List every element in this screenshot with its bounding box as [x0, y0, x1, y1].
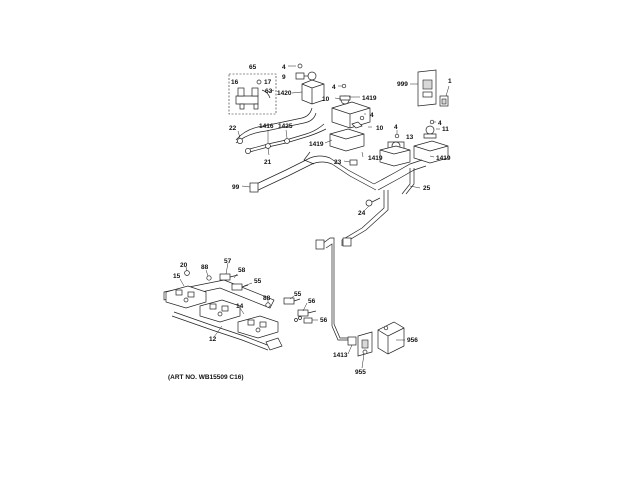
callout-25: 25: [423, 185, 431, 192]
callout-13: 13: [406, 134, 414, 141]
valve-part-11: [413, 119, 449, 164]
callout-956: 956: [407, 337, 418, 344]
callout-88-b: 88: [263, 295, 271, 302]
callout-1420: 1420: [277, 90, 292, 97]
orifice-fittings: [184, 270, 317, 324]
callout-23: 23: [334, 159, 342, 166]
callout-99: 99: [232, 184, 240, 191]
callout-1413: 1413: [333, 352, 348, 359]
regulator-bracket-955: [357, 331, 373, 357]
callout-11: 11: [442, 126, 449, 133]
gas-tubing-assembly: [235, 107, 427, 247]
callout-22: 22: [229, 125, 237, 132]
bracket-part-1420: [301, 79, 325, 105]
callout-21: 21: [264, 159, 272, 166]
valve-part-13: [379, 133, 411, 167]
callout-1419-a: 1419: [362, 95, 377, 102]
callout-16: 16: [231, 79, 239, 86]
callout-88-a: 88: [201, 264, 209, 271]
bracket-part-1419-upper: [331, 83, 371, 129]
valve-part-9: [288, 63, 317, 81]
burner-spreader-assembly: [163, 279, 283, 351]
callout-1419-c: 1419: [368, 155, 383, 162]
callout-10-b: 10: [376, 125, 384, 132]
callout-24: 24: [358, 210, 366, 217]
callout-1419-b: 1419: [309, 141, 324, 148]
callout-labels: 65 16 17 63 4 9 1420 4 10 1419 4 10 999 …: [173, 64, 452, 376]
callout-4-b: 4: [332, 84, 336, 91]
callout-1425: 1425: [278, 123, 293, 130]
callout-1: 1: [448, 78, 452, 85]
callout-1419-d: 1419: [436, 155, 451, 162]
callout-14: 14: [236, 303, 244, 310]
callout-63: 63: [265, 88, 273, 95]
callout-4-c: 4: [370, 112, 374, 119]
callout-9: 9: [282, 74, 286, 81]
art-number-caption: (ART NO. WB15509 C16): [168, 374, 244, 381]
callout-17: 17: [264, 79, 272, 86]
callout-1416: 1416: [259, 123, 274, 130]
callout-65: 65: [249, 64, 257, 71]
callout-55-a: 55: [254, 278, 262, 285]
callout-4-e: 4: [438, 120, 442, 127]
callout-56-b: 56: [320, 317, 328, 324]
callout-4-a: 4: [282, 64, 286, 71]
callout-999: 999: [397, 81, 408, 88]
mounting-plate-956: [377, 321, 405, 355]
callout-12: 12: [209, 336, 217, 343]
callout-20: 20: [180, 262, 188, 269]
leader-lines: [179, 83, 450, 369]
callout-56-a: 56: [308, 298, 316, 305]
part-group-65: [228, 73, 277, 115]
bracket-part-1419-middle: [329, 115, 365, 152]
callout-955: 955: [355, 369, 366, 376]
clip-part-23: [349, 159, 358, 166]
callout-4-d: 4: [394, 124, 398, 131]
control-plate-999: [417, 69, 449, 107]
supply-tube-1413: [315, 237, 357, 346]
callout-57: 57: [224, 258, 232, 265]
callout-10-a: 10: [322, 96, 330, 103]
callout-55-b: 55: [294, 291, 302, 298]
callout-15: 15: [173, 273, 181, 280]
callout-58: 58: [238, 267, 246, 274]
